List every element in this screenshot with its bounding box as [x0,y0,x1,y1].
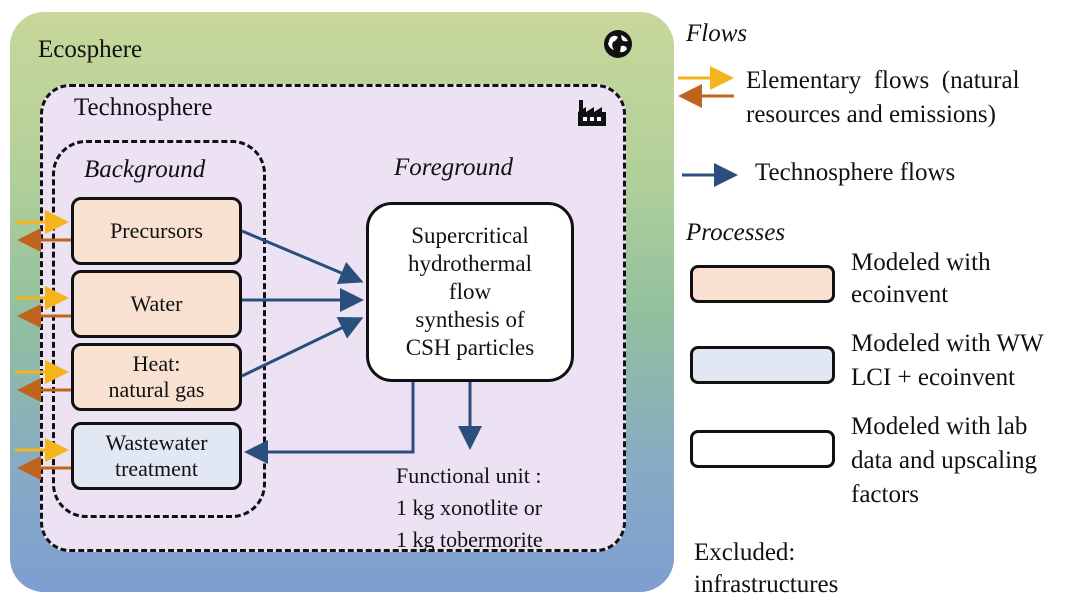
legend-swatch-lab [690,430,835,468]
flow-precursors-to-synthesis [241,229,364,285]
process-supercritical-synthesis: Supercritical hydrothermal flow synthesi… [366,202,574,382]
legend-swatch-ecoinvent [690,265,835,303]
background-region [52,140,266,518]
process-label: Water [130,291,183,316]
legend-text-line: Elementary flows (natural [746,67,1020,94]
process-precursors: Precursors [71,197,242,265]
flow-heat-to-synthesis [241,317,364,378]
flow-synthesis-to-wastewater [244,382,415,464]
legend-lab-label: Modeled with lab data and upscaling fact… [851,410,1037,512]
process-label: Supercritical [411,223,529,248]
process-label: Wastewater [105,430,208,455]
process-label: treatment [114,456,199,481]
process-heat-natural-gas: Heat: natural gas [71,343,242,411]
legend-text-line: LCI + ecoinvent [851,364,1016,391]
legend-text-line: resources and emissions) [746,101,996,128]
legend-swatch-ww [690,346,835,384]
ecosphere-label: Ecosphere [38,36,143,63]
process-label: flow [448,279,492,304]
process-water: Water [71,270,242,338]
legend-text-line: ecoinvent [851,281,949,308]
legend-technosphere-label: Technosphere flows [755,159,956,186]
legend-text-line: data and upscaling [851,447,1038,474]
legend-elementary-label: Elementary flows (natural resources and … [746,64,1020,132]
functional-unit-line: 1 kg tobermorite [396,527,543,552]
legend-text-line: Modeled with [851,249,991,276]
process-label: synthesis of [415,307,525,332]
factory-icon [576,98,608,128]
process-wastewater-treatment: Wastewater treatment [71,422,242,490]
foreground-label: Foreground [394,154,513,181]
background-label: Background [84,156,206,183]
functional-unit: Functional unit : 1 kg xonotlite or 1 kg… [396,460,543,556]
process-label: natural gas [108,377,205,402]
legend-ww-label: Modeled with WW LCI + ecoinvent [851,327,1044,395]
legend-text-line: infrastructures [694,571,839,598]
legend-ecoinvent-label: Modeled with ecoinvent [851,247,991,311]
legend-excluded: Excluded: infrastructures [694,537,838,601]
process-label: hydrothermal [408,251,532,276]
legend-text-line: factors [851,481,920,508]
legend-text-line: Modeled with WW [851,330,1044,357]
legend-flows-title: Flows [686,20,748,47]
globe-icon [602,28,634,60]
legend-processes-title: Processes [686,219,786,246]
legend-text-line: Excluded: [694,539,796,566]
legend-text-line: Modeled with lab [851,413,1028,440]
process-label: CSH particles [405,335,535,360]
process-label: Precursors [110,218,203,243]
functional-unit-line: Functional unit : [396,463,542,488]
process-label: Heat: [132,351,181,376]
technosphere-label: Technosphere [74,94,213,121]
functional-unit-line: 1 kg xonotlite or [396,495,543,520]
